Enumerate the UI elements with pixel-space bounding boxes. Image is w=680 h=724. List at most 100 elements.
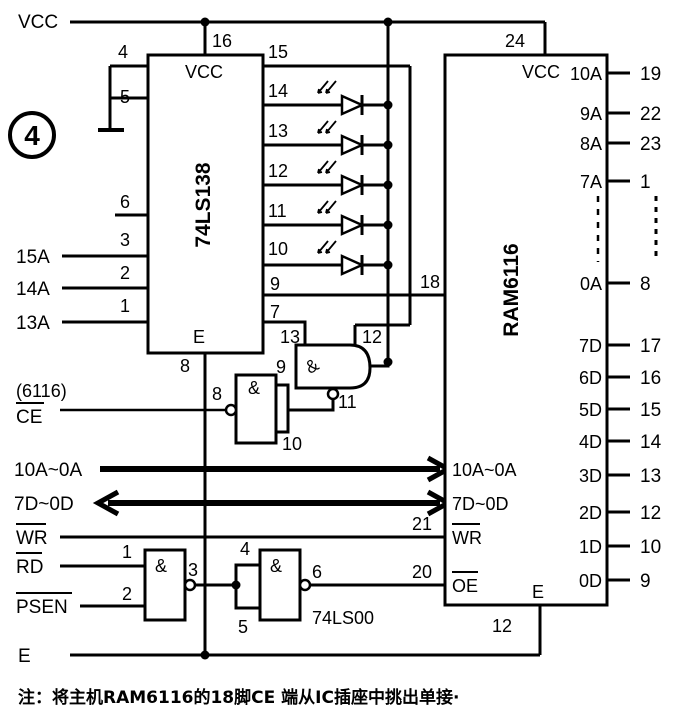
led-diode bbox=[340, 134, 366, 156]
ram-vcc-pin: 24 bbox=[505, 31, 525, 51]
led-diode bbox=[340, 254, 366, 276]
led-group bbox=[317, 80, 393, 276]
input-a14: 14A bbox=[16, 279, 50, 300]
junction bbox=[383, 140, 393, 150]
ram-pin-number: 15 bbox=[640, 400, 661, 421]
ram-pin-number: 12 bbox=[640, 503, 661, 524]
figure-number: 4 bbox=[24, 120, 40, 151]
junction bbox=[383, 357, 393, 367]
input-wr: WR bbox=[16, 528, 48, 549]
light-arrow-icon bbox=[325, 80, 337, 94]
gate-mid-bubble bbox=[224, 403, 238, 417]
gate-top-bubble bbox=[326, 387, 340, 401]
gate-part-name: 74LS00 bbox=[312, 608, 374, 628]
gate-top-pin-13: 13 bbox=[280, 327, 300, 347]
decoder-name: 74LS138 bbox=[192, 162, 215, 248]
ram-pin-label: 8A bbox=[580, 134, 602, 154]
ram-oe-label: OE bbox=[452, 576, 478, 596]
ram-pin-label: 10A bbox=[570, 64, 602, 84]
led-diode bbox=[340, 94, 366, 116]
ram-pin-label: 3D bbox=[579, 466, 602, 486]
ram-pin-label: 7A bbox=[580, 172, 602, 192]
input-a13: 13A bbox=[16, 313, 50, 334]
ram-chip bbox=[443, 53, 609, 607]
gate-bl bbox=[143, 548, 187, 622]
gate-br-bubble bbox=[298, 578, 312, 592]
ram-vcc-label: VCC bbox=[522, 62, 560, 82]
gate-br-in5 bbox=[234, 585, 260, 610]
light-arrow-icon bbox=[325, 200, 337, 214]
ram-pin-number: 22 bbox=[640, 104, 661, 125]
ram-ce-pin: 18 bbox=[420, 272, 440, 292]
gate-mid-in9 bbox=[276, 383, 290, 410]
decoder-pin-5: 5 bbox=[120, 87, 130, 107]
gate-bl-symbol: & bbox=[155, 556, 167, 576]
ram-gnd-pin: 12 bbox=[492, 616, 512, 636]
ram-wr-label: WR bbox=[452, 528, 482, 548]
ram-pin-number: 16 bbox=[640, 368, 661, 389]
gate-br-symbol: & bbox=[270, 556, 282, 576]
ram-pin-number: 13 bbox=[640, 466, 661, 487]
decoder-out7-wire bbox=[263, 320, 307, 345]
ram-pin-label: 2D bbox=[579, 503, 602, 523]
ram-pin-number: 10 bbox=[640, 537, 661, 558]
input-data: 7D~0D bbox=[14, 494, 74, 515]
decoder-pin-10: 10 bbox=[268, 239, 288, 259]
light-arrow-icon bbox=[325, 160, 337, 174]
vcc-rail-label: VCC bbox=[18, 12, 58, 33]
junction bbox=[383, 220, 393, 230]
decoder-pin-11: 11 bbox=[268, 201, 287, 221]
decoder-pin-2: 2 bbox=[120, 263, 130, 283]
gate-mid-symbol: & bbox=[248, 378, 260, 398]
gate-mid-pin-10: 10 bbox=[282, 434, 302, 454]
decoder-pin-15: 15 bbox=[268, 42, 288, 62]
gate-mid-pin-8: 8 bbox=[212, 384, 222, 404]
ram-pin-label: 9A bbox=[580, 104, 602, 124]
decoder-pin-14: 14 bbox=[268, 81, 288, 101]
gate-br-pin-6: 6 bbox=[312, 562, 322, 582]
ram-name: RAM6116 bbox=[500, 243, 523, 336]
gate-br bbox=[258, 548, 302, 622]
junction bbox=[383, 180, 393, 190]
light-arrow-icon bbox=[317, 200, 329, 214]
ram-wr-pin: 21 bbox=[412, 514, 432, 534]
gate-bl-pin-1: 1 bbox=[122, 542, 132, 562]
input-ce: CE bbox=[16, 407, 42, 428]
gate-bl-pin-2: 2 bbox=[122, 584, 132, 604]
decoder-pin-7: 7 bbox=[270, 302, 280, 322]
gate-top-pin-12: 12 bbox=[362, 327, 382, 347]
decoder-pin-12: 12 bbox=[268, 161, 288, 181]
led-diode bbox=[340, 214, 366, 236]
ram-pin-label: 5D bbox=[579, 400, 602, 420]
ram-pin-number: 14 bbox=[640, 432, 662, 453]
light-arrow-icon bbox=[317, 240, 329, 254]
ram-pin-number: 17 bbox=[640, 336, 661, 357]
ram-addr-label: 10A~0A bbox=[452, 460, 517, 480]
light-arrow-icon bbox=[317, 80, 329, 94]
input-psen: PSEN bbox=[16, 597, 68, 618]
footnote: 注：将主机RAM6116的18脚CE 端从IC插座中挑出单接· bbox=[18, 688, 460, 708]
led-diode bbox=[340, 174, 366, 196]
light-arrow-icon bbox=[317, 160, 329, 174]
input-addr: 10A~0A bbox=[14, 460, 82, 481]
gate-mid-pin-9: 9 bbox=[276, 357, 286, 377]
data-bus-arrow-left bbox=[92, 489, 120, 517]
decoder-pin-4: 4 bbox=[118, 42, 128, 62]
gate-top-pin-11: 11 bbox=[338, 392, 357, 412]
junction bbox=[200, 650, 210, 660]
ram-pin-number: 19 bbox=[640, 64, 661, 85]
input-ce-note: (6116) bbox=[16, 381, 67, 401]
gate-bl-bubble bbox=[183, 578, 197, 592]
ram-oe-pin: 20 bbox=[412, 562, 432, 582]
light-arrow-icon bbox=[325, 120, 337, 134]
ram-pin-label: 4D bbox=[579, 432, 602, 452]
ram-pin-number: 9 bbox=[640, 571, 651, 592]
gate-br-pin-5: 5 bbox=[238, 617, 248, 637]
junction bbox=[383, 260, 393, 270]
ram-gnd-label: E bbox=[532, 582, 544, 602]
decoder-pin-16: 16 bbox=[212, 31, 232, 51]
gate-br-in4 bbox=[234, 563, 260, 585]
decoder-pin-8: 8 bbox=[180, 356, 190, 376]
input-rd: RD bbox=[16, 557, 43, 578]
